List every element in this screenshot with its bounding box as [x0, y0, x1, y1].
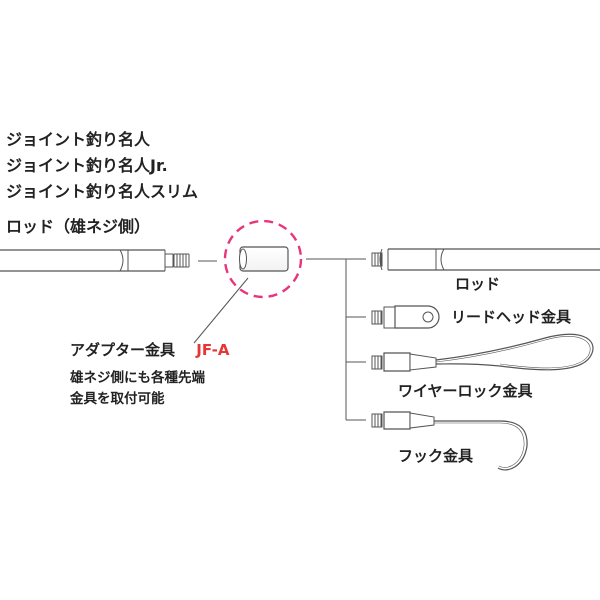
- branch-lead-head-label: リードヘッド金具: [451, 308, 572, 326]
- branch-rod-label: ロッド: [455, 275, 501, 293]
- branch-wire-lock-label: ワイヤーロック金具: [398, 382, 533, 400]
- title-line-3: ジョイント釣り名人スリム: [6, 182, 199, 201]
- adapter-name: アダプター金具: [70, 341, 176, 359]
- adapter-leader-line: [193, 277, 249, 344]
- branch-rod-drawing: [371, 248, 600, 271]
- branch-lead-head-drawing: [371, 305, 440, 329]
- note-line-2: 金具を取付可能: [70, 391, 165, 407]
- branch-bracket: [306, 258, 366, 421]
- adapter-fitting: [239, 246, 289, 272]
- title-line-1: ジョイント釣り名人: [6, 130, 151, 149]
- rod-male-label: ロッド（雄ネジ側）: [6, 217, 151, 236]
- note-line-1: 雄ネジ側にも各種先端: [70, 370, 205, 386]
- adapter-label: アダプター金具 JF-A: [70, 343, 229, 358]
- adapter-code: JF-A: [196, 341, 230, 359]
- branch-hook-drawing: [371, 411, 528, 471]
- branch-hook-label: フック金具: [398, 447, 474, 465]
- title-line-2: ジョイント釣り名人Jr.: [6, 156, 168, 175]
- branch-wire-lock-drawing: [371, 333, 594, 372]
- main-rod: [0, 249, 217, 272]
- adapter-highlight-circle: [223, 219, 303, 299]
